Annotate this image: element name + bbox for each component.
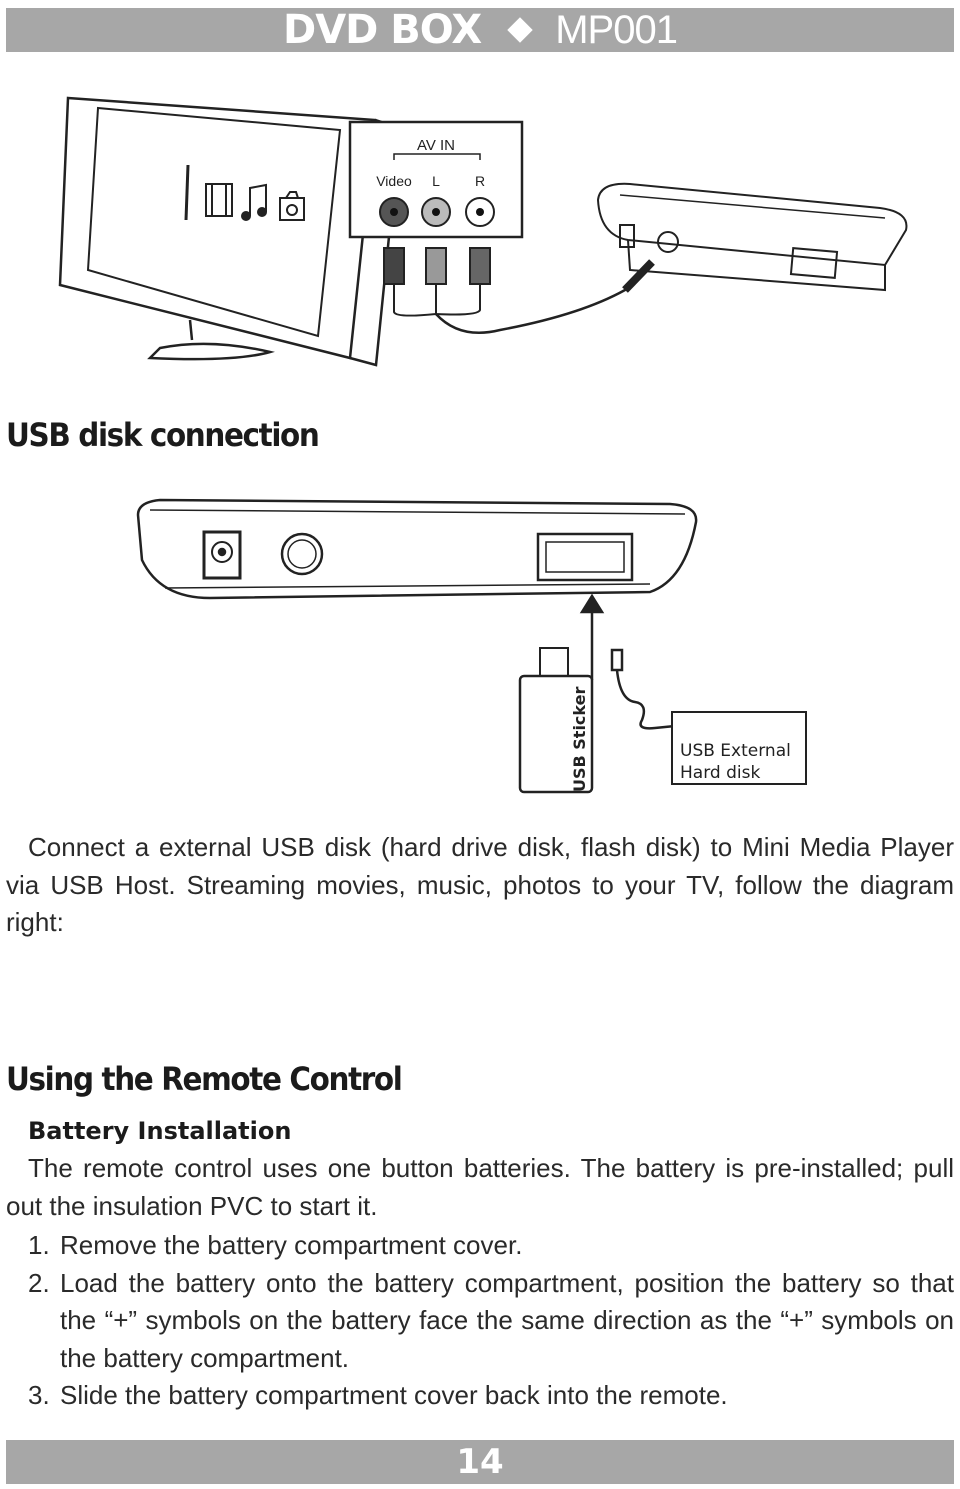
- remote-section-title: Using the Remote Control: [6, 1060, 403, 1098]
- camera-icon: [279, 197, 305, 221]
- usb-connection-diagram: USB Sticker USB External Hard disk: [136, 498, 807, 794]
- list-item: 1. Remove the battery compartment cover.: [28, 1227, 954, 1265]
- footer-bar: 14: [6, 1440, 954, 1484]
- screen-media-icons: [184, 164, 305, 221]
- battery-paragraph: The remote control uses one button batte…: [6, 1153, 954, 1221]
- usb-sticker-device: USB Sticker: [518, 647, 594, 794]
- step-number: 3.: [28, 1380, 50, 1410]
- usb-sticker-label: USB Sticker: [570, 687, 589, 792]
- usb-section-title: USB disk connection: [6, 416, 320, 454]
- media-player-box: [596, 182, 908, 292]
- tv-connection-diagram: AV IN Video L R: [58, 96, 908, 367]
- hdd-label-line1: USB External: [680, 741, 791, 761]
- hdd-cable: [610, 648, 676, 730]
- header-brand: DVD BOX: [283, 7, 482, 53]
- av-in-label: AV IN: [417, 137, 455, 154]
- av-mini-jack: [622, 259, 655, 293]
- usb-host-port: [536, 532, 634, 582]
- header-model: MP001: [555, 8, 678, 52]
- page-number: 14: [456, 1442, 504, 1482]
- rca-plugs: [383, 247, 655, 334]
- diamond-icon: [507, 17, 533, 43]
- step-number: 2.: [28, 1267, 50, 1298]
- step-text: Load the battery onto the battery compar…: [60, 1267, 954, 1373]
- list-item: 2. Load the battery onto the battery com…: [28, 1265, 954, 1378]
- music-note-icon: [249, 183, 267, 216]
- tv-frame: [58, 96, 377, 360]
- hdd-label-line2: Hard disk: [680, 763, 760, 783]
- step-text: Slide the battery compartment cover back…: [60, 1380, 728, 1410]
- tv-screen: [86, 106, 342, 338]
- usb-paragraph: Connect a external USB disk (hard drive …: [6, 832, 954, 937]
- tv-stand: [147, 319, 275, 361]
- player-back-panel: [136, 498, 698, 600]
- right-audio-label: R: [475, 173, 485, 189]
- battery-installation-heading: Battery Installation: [28, 1117, 292, 1145]
- av-out-port: [280, 532, 324, 576]
- step-number: 1.: [28, 1230, 50, 1260]
- av-cable: [435, 277, 641, 334]
- film-icon: [205, 183, 233, 217]
- usb-external-hard-disk: USB External Hard disk: [671, 711, 807, 785]
- av-in-panel: AV IN Video L R: [348, 120, 524, 239]
- step-text: Remove the battery compartment cover.: [60, 1230, 523, 1260]
- video-label: Video: [376, 173, 412, 189]
- power-port: [202, 530, 242, 580]
- list-item: 3. Slide the battery compartment cover b…: [28, 1377, 954, 1415]
- left-audio-label: L: [432, 173, 440, 189]
- arrow-up-icon: [579, 593, 605, 680]
- header-bar: DVD BOX MP001: [6, 8, 954, 52]
- battery-steps-list: 1. Remove the battery compartment cover.…: [28, 1227, 954, 1415]
